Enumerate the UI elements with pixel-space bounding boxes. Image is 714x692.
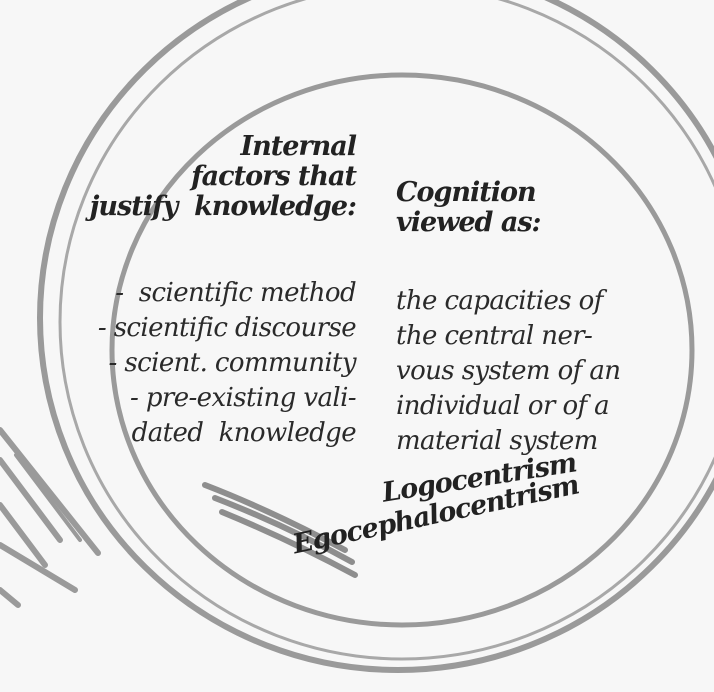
description-line: material system (396, 426, 598, 456)
description-line: the central ner- (396, 321, 593, 351)
glass-handle (0, 427, 101, 608)
description-line: the capacities of (396, 286, 603, 316)
left-heading-line: factors that (191, 161, 357, 192)
list-item: - scientific method (115, 278, 356, 308)
right-heading-line: Cognition (396, 177, 537, 208)
outer-rim-inner (58, 0, 714, 661)
description-line: vous system of an (396, 356, 621, 386)
list-item: - pre-existing vali- (129, 383, 357, 413)
left-factor-list: - scientific method - scientific discours… (97, 276, 357, 451)
lens-circle (109, 72, 695, 628)
description-line: individual or of a (396, 391, 610, 421)
left-heading-line: Internal (240, 131, 357, 162)
list-item: dated knowledge (131, 418, 357, 448)
glare-strokes (202, 482, 358, 578)
list-item: - scient. community (108, 348, 357, 378)
cognition-description: the capacities of the central ner-vous sy… (396, 284, 621, 459)
list-item: - scientific discourse (97, 313, 357, 343)
left-heading-line: justify knowledge: (89, 191, 357, 222)
right-heading-line: viewed as: (396, 207, 541, 238)
outer-rim (37, 0, 714, 673)
